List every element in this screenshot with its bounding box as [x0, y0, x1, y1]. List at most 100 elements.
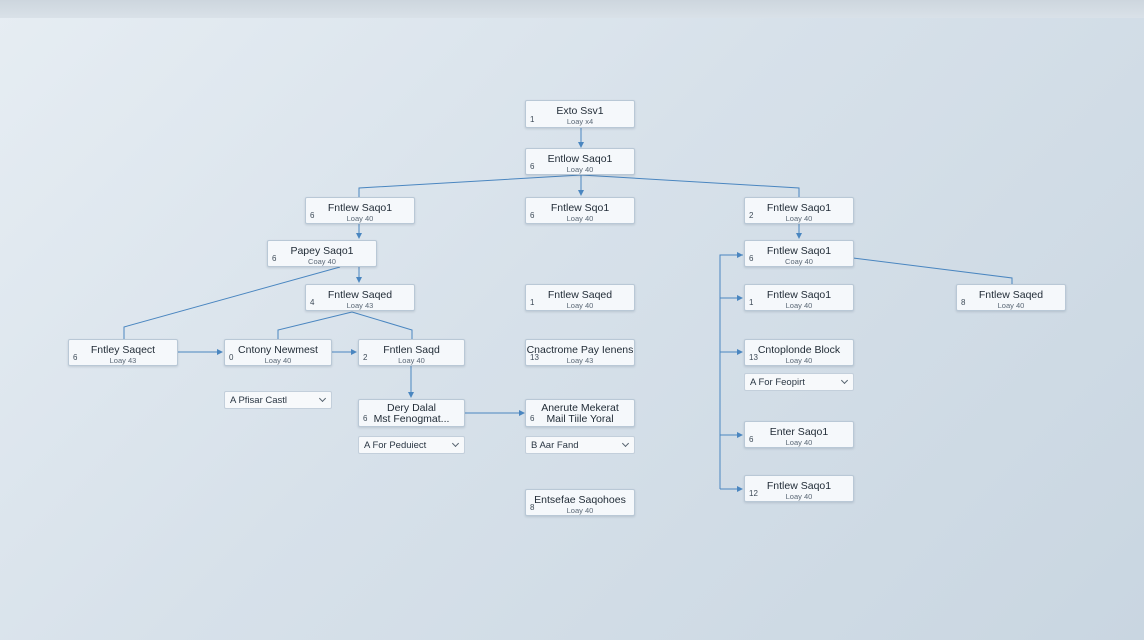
- dropdown-label: A For Peduiect: [364, 440, 427, 451]
- node-mid-4[interactable]: Anerute Mekerat Mail Tiile Yoral 6: [525, 399, 635, 427]
- node-b1[interactable]: Dery Dalal Mst Fenogmat... 6: [358, 399, 465, 427]
- node-title: Fntlew Saqo1: [327, 202, 393, 214]
- node-subtitle: Loay 43: [346, 301, 374, 310]
- node-mid-3[interactable]: Cnactrome Pay Ienens Loay 43 13: [525, 339, 635, 366]
- node-title: Cnactrome Pay Ienens: [526, 344, 634, 356]
- node-subtitle: Loay 40: [566, 165, 594, 174]
- node-title: Fntlew Saqo1: [766, 245, 832, 257]
- node-title: Exto Ssv1: [556, 105, 604, 117]
- node-index: 2: [749, 211, 754, 220]
- node-index: 13: [749, 353, 758, 362]
- node-index: 6: [749, 254, 754, 263]
- node-a2[interactable]: Cntony Newmest Loay 40 0: [224, 339, 332, 366]
- node-title: Papey Saqo1: [290, 245, 354, 257]
- node-title: Entsefae Saqohoes: [534, 494, 626, 506]
- node-title: Fntlew Saqed: [978, 289, 1044, 301]
- node-right-3[interactable]: Fntlew Saqo1 Loay 40 1: [744, 284, 854, 311]
- node-subtitle: Loay x4: [566, 117, 594, 126]
- node-right-4[interactable]: Cntoplonde Block Loay 40 13: [744, 339, 854, 366]
- node-subtitle: Loay 43: [566, 356, 594, 365]
- node-subtitle: Coay 40: [785, 257, 813, 266]
- chevron-down-icon: [621, 439, 630, 448]
- node-title: Fntlew Saqo1: [766, 202, 832, 214]
- node-far-right[interactable]: Fntlew Saqed Loay 40 8: [956, 284, 1066, 311]
- node-index: 6: [530, 414, 535, 423]
- node-right-1[interactable]: Fntlew Saqo1 Loay 40 2: [744, 197, 854, 224]
- node-index: 8: [530, 503, 535, 512]
- dropdown-label: B Aar Fand: [531, 440, 579, 451]
- node-subtitle: Loay 40: [785, 438, 813, 447]
- node-title: Fntlen Saqd: [383, 344, 440, 356]
- node-index: 12: [749, 489, 758, 498]
- node-index: 6: [73, 353, 78, 362]
- node-index: 6: [272, 254, 277, 263]
- node-mid-2[interactable]: Fntlew Saqed Loay 40 1: [525, 284, 635, 311]
- node-subtitle: Loay 40: [264, 356, 292, 365]
- node-subtitle: Loay 40: [997, 301, 1025, 310]
- node-title: Entlow Saqo1: [547, 153, 613, 165]
- node-title: Fntley Saqect: [90, 344, 156, 356]
- edge-l3-a2: [277, 311, 353, 339]
- node-index: 4: [310, 298, 315, 307]
- node-title: Fntlew Saqed: [547, 289, 613, 301]
- node-index: 6: [310, 211, 315, 220]
- node-title-line2: Mst Fenogmat...: [373, 413, 450, 425]
- node-title: Fntlew Saqed: [327, 289, 393, 301]
- node-index: 6: [749, 435, 754, 444]
- node-subtitle: Loay 40: [566, 301, 594, 310]
- edge-l3-a3: [351, 311, 413, 339]
- node-index: 1: [749, 298, 754, 307]
- dropdown-3[interactable]: B Aar Fand: [525, 436, 635, 454]
- node-left-3[interactable]: Fntlew Saqed Loay 43 4: [305, 284, 415, 311]
- top-bar: [0, 0, 1144, 18]
- node-subtitle: Loay 40: [785, 214, 813, 223]
- edge-n2-l1: [358, 174, 582, 197]
- dropdown-1[interactable]: A Pfisar Castl: [224, 391, 332, 409]
- node-index: 6: [530, 211, 535, 220]
- node-index: 1: [530, 298, 535, 307]
- node-title-line2: Mail Tiile Yoral: [546, 413, 614, 425]
- node-title: Cntony Newmest: [238, 344, 318, 356]
- node-title: Fntlew Saqo1: [766, 480, 832, 492]
- node-index: 8: [961, 298, 966, 307]
- node-index: 6: [363, 414, 368, 423]
- node-left-1[interactable]: Fntlew Saqo1 Loay 40 6: [305, 197, 415, 224]
- node-right-2[interactable]: Fntlew Saqo1 Coay 40 6: [744, 240, 854, 267]
- node-right-6[interactable]: Fntlew Saqo1 Loay 40 12: [744, 475, 854, 502]
- node-title: Dery Dalal: [386, 402, 436, 414]
- node-title: Anerute Mekerat: [541, 402, 619, 414]
- node-index: 2: [363, 353, 368, 362]
- node-index: 13: [530, 353, 539, 362]
- node-subtitle: Loay 43: [109, 356, 137, 365]
- node-subtitle: Loay 40: [785, 356, 813, 365]
- node-subtitle: Loay 40: [785, 301, 813, 310]
- edge-r-branch: [719, 254, 743, 489]
- chevron-down-icon: [318, 394, 327, 403]
- node-title: Fntlew Saqo1: [766, 289, 832, 301]
- node-index: 6: [530, 162, 535, 171]
- node-root[interactable]: Exto Ssv1 Loay x4 1: [525, 100, 635, 128]
- node-level2[interactable]: Entlow Saqo1 Loay 40 6: [525, 148, 635, 175]
- node-subtitle: Loay 40: [785, 492, 813, 501]
- dropdown-4[interactable]: A For Feopirt: [744, 373, 854, 391]
- edge-n2-r1: [580, 174, 800, 197]
- node-mid-1[interactable]: Fntlew Sqo1 Loay 40 6: [525, 197, 635, 224]
- node-subtitle: Coay 40: [308, 257, 336, 266]
- edge-r2-rr: [852, 257, 1013, 284]
- node-left-2[interactable]: Papey Saqo1 Coay 40 6: [267, 240, 377, 267]
- dropdown-2[interactable]: A For Peduiect: [358, 436, 465, 454]
- node-a1[interactable]: Fntley Saqect Loay 43 6: [68, 339, 178, 366]
- node-subtitle: Loay 40: [346, 214, 374, 223]
- node-a3[interactable]: Fntlen Saqd Loay 40 2: [358, 339, 465, 366]
- node-index: 0: [229, 353, 234, 362]
- dropdown-label: A Pfisar Castl: [230, 395, 288, 406]
- node-right-5[interactable]: Enter Saqo1 Loay 40 6: [744, 421, 854, 448]
- node-title: Enter Saqo1: [769, 426, 829, 438]
- chevron-down-icon: [451, 439, 460, 448]
- node-subtitle: Loay 40: [566, 506, 594, 515]
- node-subtitle: Loay 40: [566, 214, 594, 223]
- node-mid-5[interactable]: Entsefae Saqohoes Loay 40 8: [525, 489, 635, 516]
- node-index: 1: [530, 115, 535, 124]
- node-title: Cntoplonde Block: [757, 344, 841, 356]
